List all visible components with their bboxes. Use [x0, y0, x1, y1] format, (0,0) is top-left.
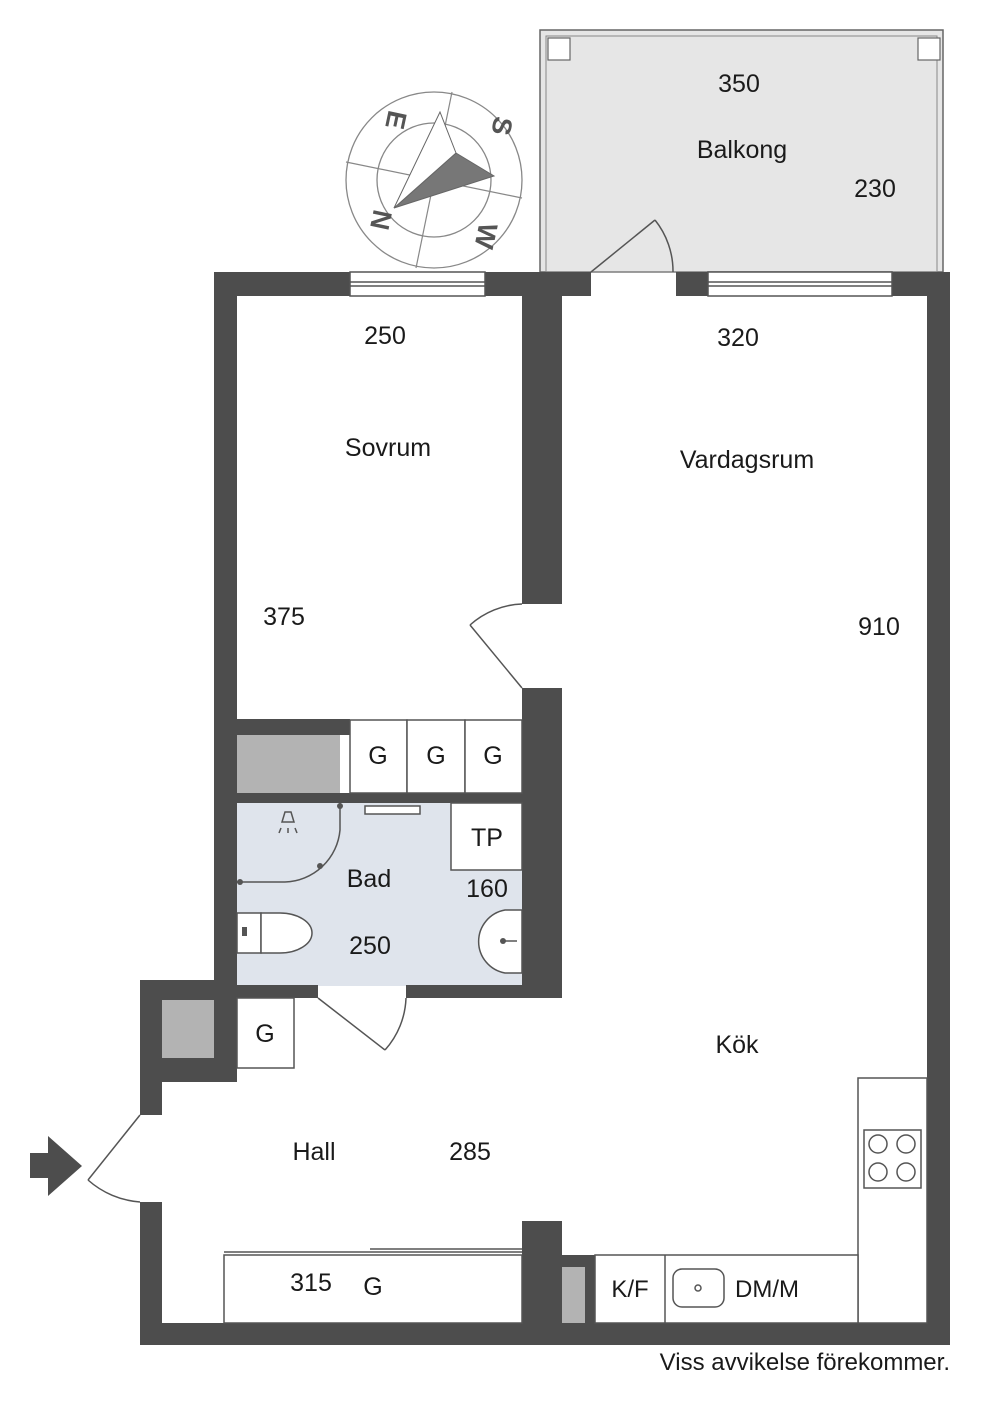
- kok-name: Kök: [715, 1031, 759, 1059]
- wardrobe-label: G: [255, 1020, 274, 1048]
- vardagsrum-name: Vardagsrum: [680, 446, 814, 474]
- balkong-name: Balkong: [697, 136, 787, 164]
- balkong-width: 350: [718, 70, 760, 98]
- bath-fixtures: [236, 803, 523, 974]
- wardrobe: [236, 997, 295, 1069]
- windows: [349, 271, 893, 297]
- washbasin-icon: [477, 909, 523, 974]
- wardrobe: [349, 719, 408, 794]
- towel-rail: [364, 805, 421, 815]
- balkong-depth: 230: [854, 175, 896, 203]
- balcony-post: [547, 37, 571, 61]
- wardrobe-label: G: [368, 742, 387, 770]
- hall-width: 285: [449, 1138, 491, 1166]
- sink-drain: [694, 1284, 702, 1292]
- balcony-area: [539, 29, 944, 273]
- stove-burner: [896, 1162, 916, 1182]
- bad-name: Bad: [347, 865, 391, 893]
- doors: [87, 219, 674, 1203]
- stove-burner: [868, 1162, 888, 1182]
- sovrum-width: 250: [364, 322, 406, 350]
- hall-name: Hall: [292, 1138, 335, 1166]
- kitchen-counter: [594, 1254, 859, 1324]
- stove-burner: [896, 1134, 916, 1154]
- tp-cabinet: [450, 802, 523, 871]
- entrance-arrow-icon: [30, 1136, 82, 1196]
- compass: S E W N: [345, 91, 523, 269]
- storage-box: [237, 735, 340, 793]
- wardrobe: [406, 719, 466, 794]
- bad-depth: 160: [466, 875, 508, 903]
- compass-e-label: E: [379, 108, 412, 132]
- sovrum-name: Sovrum: [345, 434, 431, 462]
- wardrobe: [464, 719, 523, 794]
- vardagsrum-width: 320: [717, 324, 759, 352]
- kitchen-counter: [857, 1077, 928, 1324]
- vardagsrum-depth: 910: [858, 613, 900, 641]
- stove-burner: [868, 1134, 888, 1154]
- wardrobe: [223, 1254, 523, 1324]
- tp-label: TP: [471, 824, 503, 852]
- compass-s-label: S: [485, 114, 518, 138]
- balcony-post: [917, 37, 941, 61]
- compass-w-label: W: [468, 220, 503, 252]
- disclaimer: Viss avvikelse förekommer.: [660, 1349, 950, 1376]
- kf-label: K/F: [611, 1276, 648, 1303]
- hall-depth: 315: [290, 1269, 332, 1297]
- shower-head-icon: [278, 811, 298, 834]
- fixtures: [223, 719, 928, 1324]
- wardrobe-label: G: [483, 742, 502, 770]
- storage-box: [162, 1000, 214, 1058]
- dm-label: DM/M: [735, 1276, 799, 1303]
- walls: [140, 272, 950, 1345]
- sovrum-depth: 375: [263, 603, 305, 631]
- bad-width: 250: [349, 932, 391, 960]
- toilet-icon: [236, 912, 313, 954]
- wardrobe-label: G: [363, 1273, 382, 1301]
- compass-n-label: N: [364, 207, 397, 232]
- wardrobe-label: G: [426, 742, 445, 770]
